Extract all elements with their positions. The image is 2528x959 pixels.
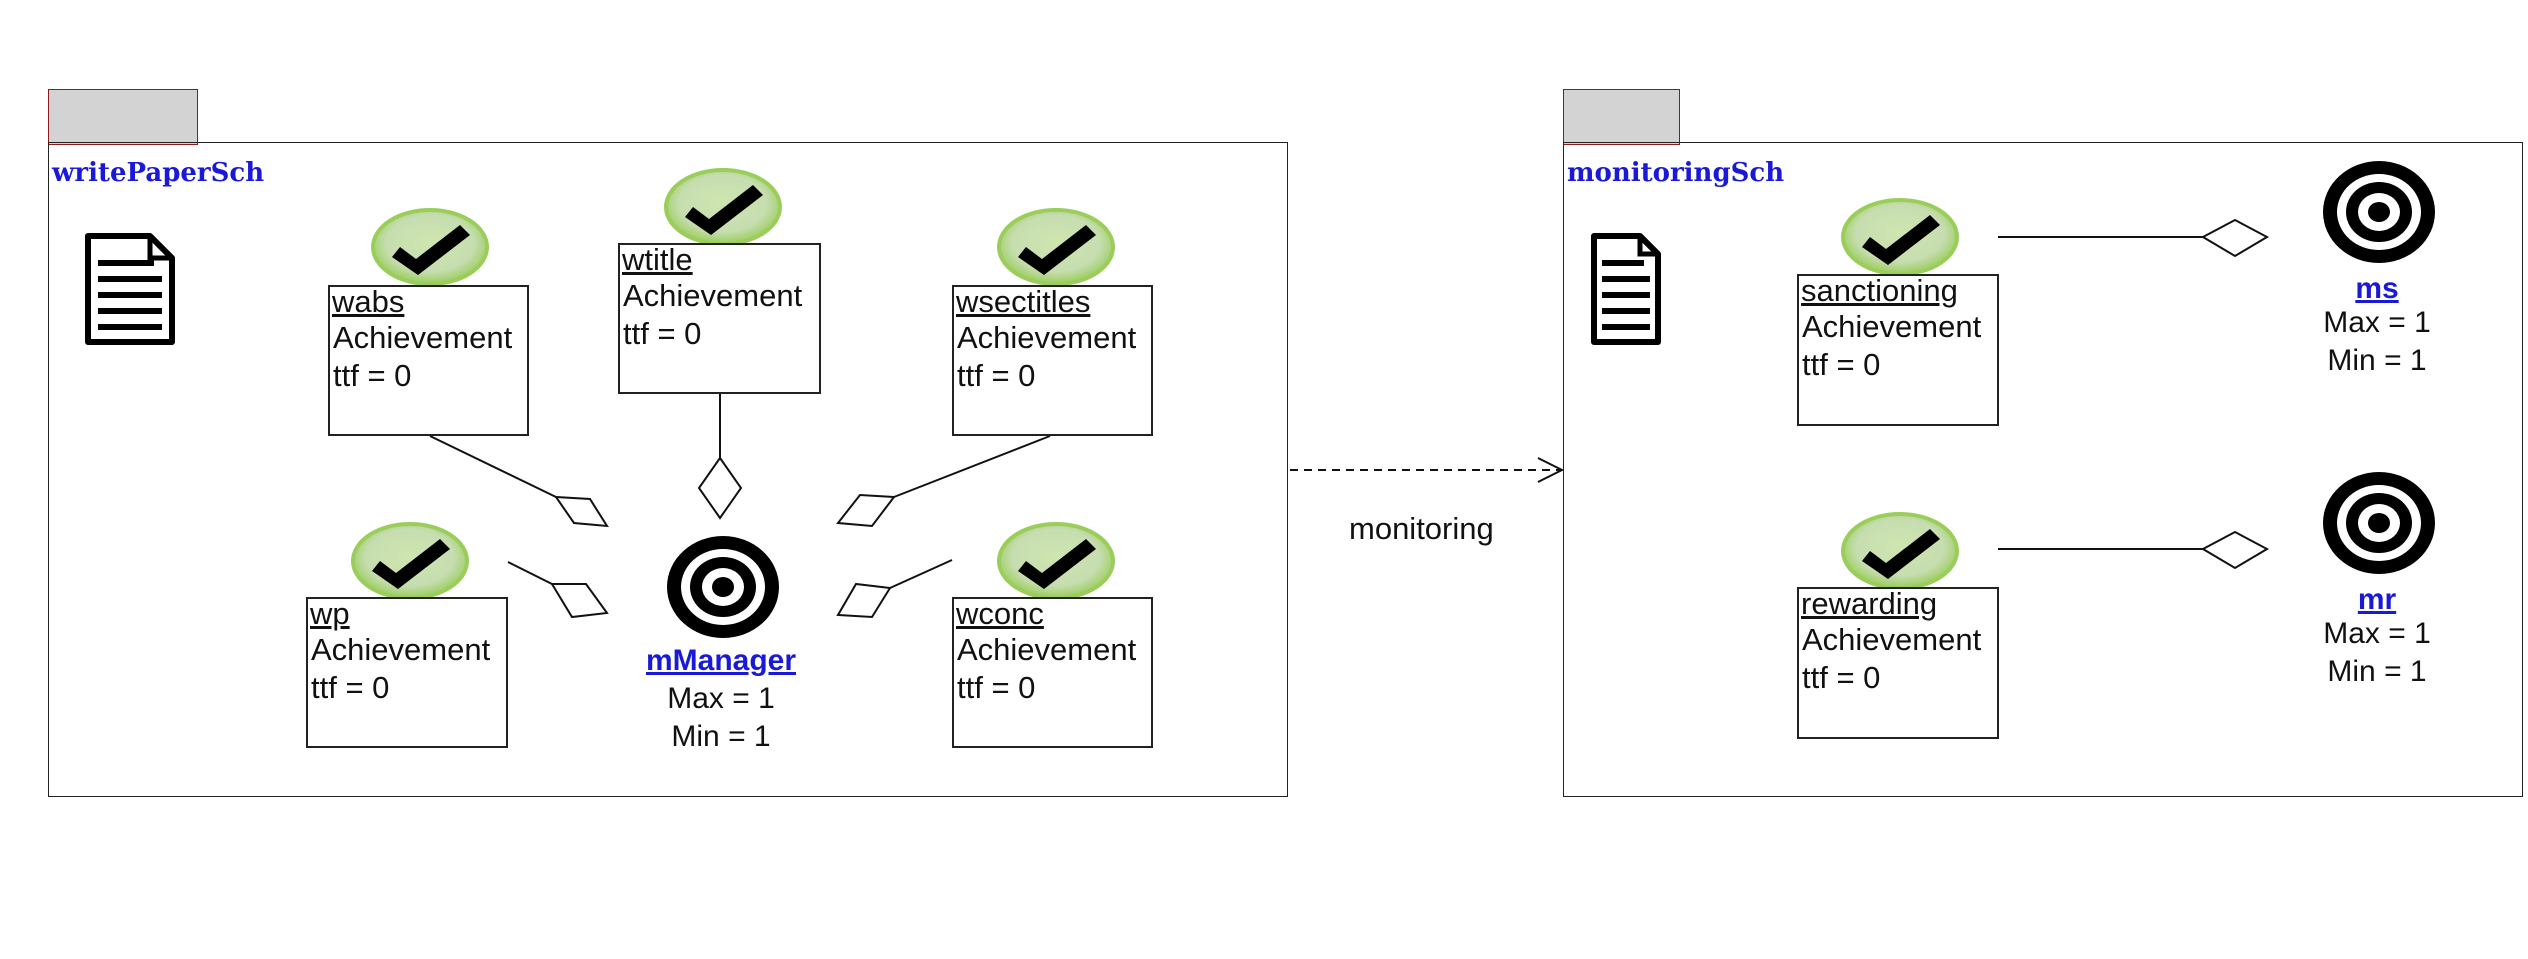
mission-mr-link[interactable]: mr <box>2357 583 2397 616</box>
goal-name: sanctioning <box>1801 273 1958 308</box>
target-icon <box>667 536 779 638</box>
goal-rewarding[interactable]: rewarding Achievement ttf = 0 <box>1797 586 1999 739</box>
monitoring-arrow <box>1290 457 1565 483</box>
goal-name: rewarding <box>1801 586 1938 621</box>
link-sanctioning-ms <box>1998 218 2270 258</box>
package-tab-monitoringsch <box>1563 89 1680 145</box>
link-wabs-mmanager <box>429 435 609 528</box>
link-wconc-mmanager <box>836 559 953 619</box>
mission-min: Min = 1 <box>671 720 771 753</box>
goal-wtitle[interactable]: wtitle Achievement ttf = 0 <box>618 242 821 394</box>
checkmark-icon <box>664 168 782 246</box>
mission-ms-link[interactable]: ms <box>2355 272 2399 305</box>
goal-ttf: ttf = 0 <box>333 358 412 393</box>
target-icon <box>2323 472 2435 574</box>
mission-min: Min = 1 <box>2327 344 2427 377</box>
goal-wsectitles[interactable]: wsectitles Achievement ttf = 0 <box>952 284 1153 436</box>
scheme-package-writepapersch <box>48 142 1288 797</box>
scheme-title: monitoringSch <box>1567 158 1785 188</box>
link-rewarding-mr <box>1998 530 2270 570</box>
mission-max: Max = 1 <box>667 682 775 715</box>
mission-min: Min = 1 <box>2327 655 2427 688</box>
goal-name: wabs <box>332 284 405 319</box>
goal-ttf: ttf = 0 <box>311 670 390 705</box>
checkmark-icon <box>1841 198 1959 276</box>
goal-name: wconc <box>956 596 1044 631</box>
goal-ttf: ttf = 0 <box>957 670 1036 705</box>
link-wsectitles-mmanager <box>836 435 1051 528</box>
goal-type: Achievement <box>1802 309 1982 344</box>
goal-wp[interactable]: wp Achievement ttf = 0 <box>306 596 508 748</box>
goal-wconc[interactable]: wconc Achievement ttf = 0 <box>952 596 1153 748</box>
goal-type: Achievement <box>1802 622 1982 657</box>
mission-max: Max = 1 <box>2323 617 2431 650</box>
goal-sanctioning[interactable]: sanctioning Achievement ttf = 0 <box>1797 273 1999 426</box>
checkmark-icon <box>997 522 1115 600</box>
mission-max: Max = 1 <box>2323 306 2431 339</box>
goal-ttf: ttf = 0 <box>957 358 1036 393</box>
link-wp-mmanager <box>507 561 609 619</box>
monitoring-label: monitoring <box>1349 511 1494 546</box>
goal-type: Achievement <box>311 632 491 667</box>
goal-type: Achievement <box>623 278 803 313</box>
mission-mmanager-link[interactable]: mManager <box>645 644 797 677</box>
checkmark-icon <box>1841 512 1959 590</box>
link-wtitle-mmanager <box>697 393 743 520</box>
checkmark-icon <box>351 522 469 600</box>
package-tab-writepapersch <box>48 89 198 145</box>
goal-ttf: ttf = 0 <box>623 316 702 351</box>
checkmark-icon <box>371 208 489 286</box>
checkmark-icon <box>997 208 1115 286</box>
scheme-package-monitoringsch <box>1563 142 2523 797</box>
goal-ttf: ttf = 0 <box>1802 660 1881 695</box>
scheme-title: writePaperSch <box>52 158 265 188</box>
goal-name: wtitle <box>622 242 693 277</box>
goal-type: Achievement <box>957 320 1137 355</box>
document-icon <box>1591 233 1661 345</box>
goal-type: Achievement <box>957 632 1137 667</box>
goal-name: wsectitles <box>956 284 1091 319</box>
goal-type: Achievement <box>333 320 513 355</box>
goal-ttf: ttf = 0 <box>1802 347 1881 382</box>
document-icon <box>85 233 175 345</box>
target-icon <box>2323 161 2435 263</box>
goal-wabs[interactable]: wabs Achievement ttf = 0 <box>328 284 529 436</box>
goal-name: wp <box>310 596 350 631</box>
